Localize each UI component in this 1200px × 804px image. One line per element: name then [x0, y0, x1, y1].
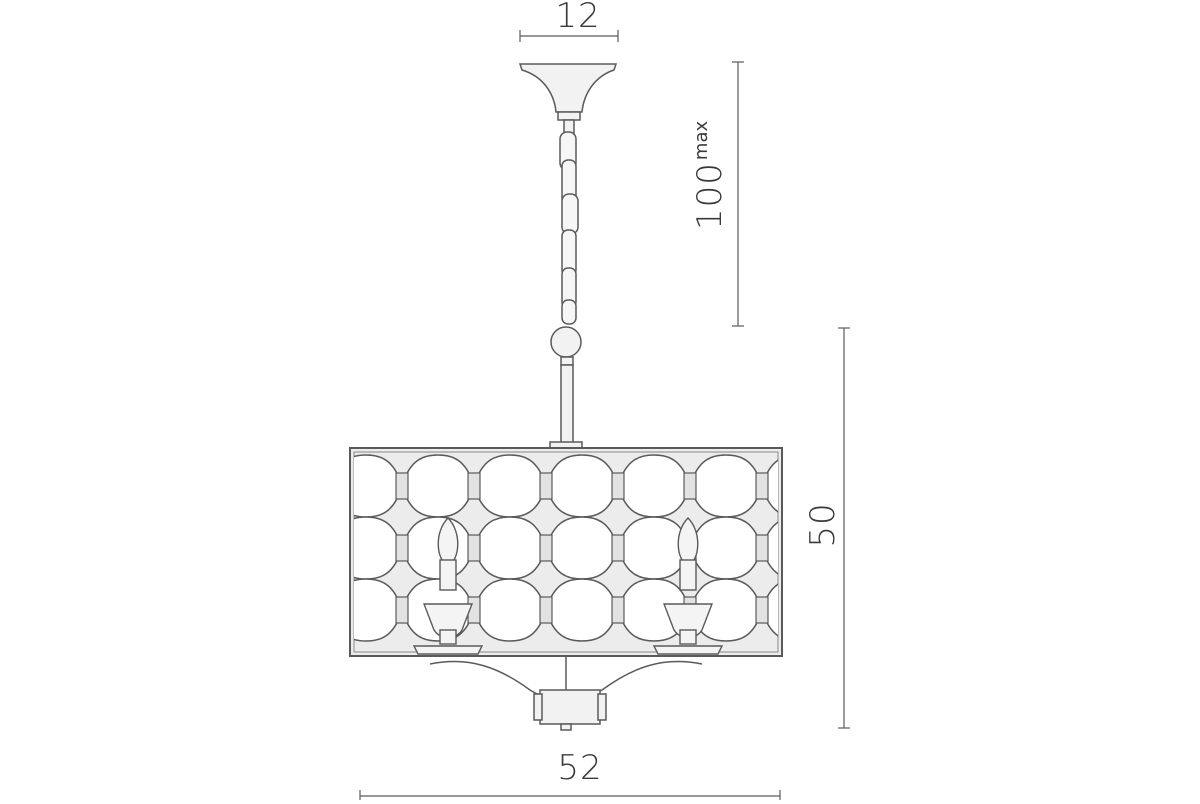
- dimension-line-chain: [732, 61, 744, 327]
- lattice-cell: [761, 521, 778, 575]
- lattice-connector: [395, 472, 409, 500]
- lattice-cell: [354, 516, 403, 580]
- ceiling-canopy: [518, 63, 618, 135]
- lattice-cell: [689, 516, 763, 580]
- lattice-cell: [834, 579, 906, 641]
- dimension-line-top: [519, 30, 619, 42]
- lattice-cell: [401, 454, 475, 518]
- lattice-cell: [545, 516, 619, 580]
- lattice-cell: [545, 578, 619, 642]
- hanging-ring-and-rod: [549, 326, 583, 451]
- total-height-label: 50: [803, 502, 843, 548]
- lattice-connector: [324, 597, 336, 623]
- lattice-cell: [473, 578, 547, 642]
- lattice-cell: [689, 454, 763, 518]
- top-width-label: 12: [555, 0, 601, 36]
- dimension-line-height: [838, 327, 850, 729]
- lattice-cell: [545, 454, 619, 518]
- chain-length-label-wrap: 100max: [680, 100, 750, 230]
- lattice-cell: [473, 454, 547, 518]
- lattice-connector: [611, 534, 625, 562]
- lattice-connector: [611, 472, 625, 500]
- chain-length-qualifier: max: [691, 120, 712, 161]
- lattice-connector: [683, 472, 697, 500]
- lattice-connector: [755, 596, 769, 624]
- lattice-connector: [324, 535, 336, 561]
- lattice-connector: [828, 597, 840, 623]
- lattice-connector: [324, 473, 336, 499]
- lattice-connector: [395, 596, 409, 624]
- lattice-cell: [761, 459, 778, 513]
- lattice-connector: [395, 534, 409, 562]
- lattice-connector: [467, 472, 481, 500]
- dimension-line-bottom: [359, 790, 781, 800]
- candle-holder-right: [652, 517, 724, 655]
- candle-holder-left: [412, 517, 484, 655]
- lattice-connector: [755, 472, 769, 500]
- shade-width-label: 52: [557, 748, 603, 788]
- lattice-connector: [539, 472, 553, 500]
- lattice-connector: [755, 534, 769, 562]
- lattice-cell: [473, 516, 547, 580]
- lattice-connector: [611, 596, 625, 624]
- suspension-chain: [559, 131, 579, 325]
- lattice-cell: [354, 578, 403, 642]
- chain-length-label: 100max: [690, 70, 734, 230]
- chain-length-value: 100: [690, 162, 730, 230]
- lattice-cell: [761, 583, 778, 637]
- center-hub: [533, 689, 607, 731]
- lattice-cell: [354, 454, 403, 518]
- lattice-cell: [617, 454, 691, 518]
- lattice-connector: [467, 534, 481, 562]
- lattice-connector: [539, 534, 553, 562]
- lattice-connector: [539, 596, 553, 624]
